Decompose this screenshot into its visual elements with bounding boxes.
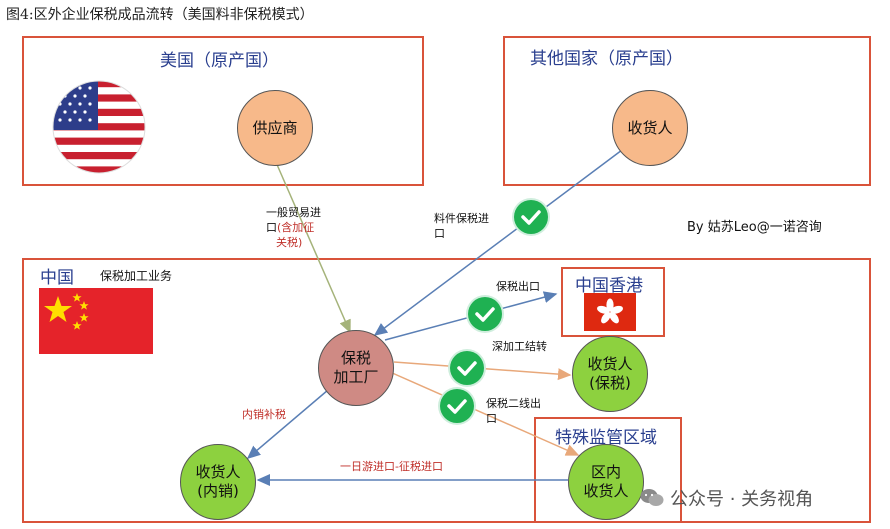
author-credit: By 姑苏Leo@一诺咨询 — [687, 220, 822, 235]
general-trade-line1: 一般贸易进 — [266, 206, 321, 219]
zone-receiver-line2: 收货人 — [583, 482, 629, 500]
receiver-other-node: 收货人 — [612, 90, 688, 166]
zone-receiver-node: 区内 收货人 — [568, 444, 644, 520]
diagram-title: 图4:区外企业保税成品流转（美国料非保税模式） — [6, 7, 314, 23]
watermark-text: 公众号 · 关务视角 — [670, 489, 814, 510]
zone-receiver-line1: 区内 — [590, 463, 621, 482]
general-trade-red2: 关税) — [276, 235, 303, 249]
region-other-country — [503, 36, 871, 186]
check-icon — [450, 351, 484, 385]
supplier-label: 供应商 — [252, 118, 298, 137]
receiver-domestic-node: 收货人 (内销) — [180, 444, 256, 520]
bonded-second-line-label: 保税二线出 口 — [486, 397, 541, 427]
bonded-factory-node: 保税 加工厂 — [318, 330, 394, 406]
receiver-bonded-line2: (保税) — [589, 374, 631, 392]
receiver-other-label: 收货人 — [627, 118, 673, 137]
factory-label-line1: 保税 — [340, 349, 371, 368]
supplier-node: 供应商 — [237, 90, 313, 166]
receiver-bonded-node: 收货人 (保税) — [572, 336, 648, 412]
check-icon — [514, 200, 548, 234]
deep-processing-label: 深加工结转 — [492, 340, 547, 353]
receiver-domestic-line2: (内销) — [197, 482, 239, 500]
region-special-zone-label: 特殊监管区域 — [555, 428, 657, 448]
general-trade-line2: 口 — [266, 220, 277, 234]
arrow-materials-bonded-import — [373, 149, 623, 336]
china-flag-icon — [39, 288, 153, 354]
materials-bonded-line1: 料件保税进 — [434, 212, 489, 225]
region-hongkong-label: 中国香港 — [575, 276, 643, 296]
general-trade-red1: (含加征 — [277, 220, 315, 234]
check-icon — [440, 389, 474, 423]
region-usa — [22, 36, 424, 186]
domestic-tax-label: 内销补税 — [242, 408, 286, 421]
arrow-bonded-second-line — [389, 371, 580, 456]
materials-bonded-line2: 口 — [434, 226, 445, 240]
region-china — [22, 258, 871, 523]
china-business-label: 保税加工业务 — [100, 269, 173, 283]
one-day-tour-label: 一日游进口-征税进口 — [340, 460, 443, 473]
watermark: 公众号 · 关务视角 — [640, 485, 813, 511]
factory-label-line2: 加工厂 — [333, 368, 379, 386]
region-china-label: 中国 — [40, 268, 74, 288]
region-usa-label: 美国（原产国） — [160, 51, 279, 71]
arrow-domestic-tax — [246, 389, 329, 459]
wechat-icon — [640, 489, 664, 506]
general-trade-label: 一般贸易进 口(含加征 关税) — [266, 206, 321, 251]
bonded-second-line1: 保税二线出 — [486, 397, 541, 410]
receiver-bonded-line1: 收货人 — [587, 355, 633, 374]
check-icon — [468, 297, 502, 331]
bonded-export-label: 保税出口 — [496, 280, 540, 293]
bonded-second-line2: 口 — [486, 411, 497, 425]
materials-bonded-label: 料件保税进 口 — [434, 212, 489, 242]
us-flag-icon — [52, 80, 146, 174]
region-other-label: 其他国家（原产国） — [530, 49, 683, 69]
arrow-general-trade-import — [274, 159, 351, 334]
region-special-zone — [534, 417, 682, 523]
hongkong-flag-icon — [584, 293, 636, 331]
receiver-domestic-line1: 收货人 — [195, 463, 241, 482]
